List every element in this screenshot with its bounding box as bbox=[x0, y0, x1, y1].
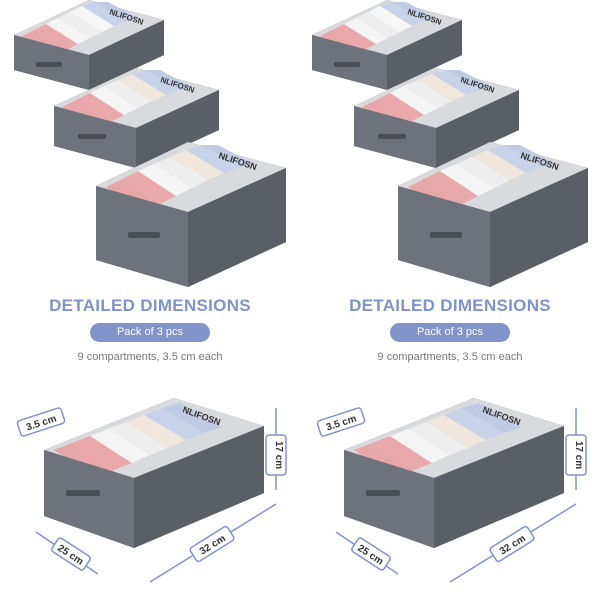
handle-icon bbox=[378, 134, 406, 139]
width-dimension: 25 cm bbox=[35, 531, 99, 575]
handle-icon bbox=[128, 232, 160, 238]
pack-badge: Pack of 3 pcs bbox=[90, 323, 210, 342]
handle-icon bbox=[334, 62, 360, 67]
folded-clothes bbox=[62, 70, 192, 129]
width-dimension: 25 cm bbox=[335, 531, 399, 575]
dimension-diagram: NLIFOSN 3.5 cm 17 cm 25 cm bbox=[316, 398, 587, 583]
tag-height-label: 17 cm bbox=[573, 441, 584, 469]
dimensions-heading: DETAILED DIMENSIONS bbox=[349, 296, 551, 315]
organizer-box-top: NLIFOSN bbox=[14, 0, 164, 90]
compartments-text: 9 compartments, 3.5 cm each bbox=[77, 351, 223, 363]
stacked-organizers: NLIFOSN NLIFOSN bbox=[312, 0, 588, 287]
height-dimension: 17 cm bbox=[565, 408, 587, 490]
handle-icon bbox=[78, 134, 106, 139]
dimension-diagram: NLIFOSN 3.5 cm 17 cm 25 cm bbox=[16, 398, 287, 583]
handle-icon bbox=[36, 62, 62, 67]
compartments-text: 9 compartments, 3.5 cm each bbox=[377, 351, 523, 363]
organizer-box-single: NLIFOSN bbox=[344, 398, 564, 548]
compartment-width-tag: 3.5 cm bbox=[316, 407, 366, 437]
folded-clothes bbox=[408, 145, 556, 212]
organizer-box-bottom: NLIFOSN bbox=[96, 142, 286, 287]
pack-badge: Pack of 3 pcs bbox=[390, 323, 510, 342]
organizer-box-middle: NLIFOSN bbox=[54, 68, 219, 168]
organizer-box-top: NLIFOSN bbox=[312, 0, 462, 90]
folded-clothes bbox=[362, 70, 492, 129]
compartment-width-tag: 3.5 cm bbox=[16, 407, 66, 437]
folded-clothes bbox=[22, 2, 138, 56]
handle-icon bbox=[366, 490, 400, 496]
height-dimension: 17 cm bbox=[265, 408, 287, 490]
dimensions-heading: DETAILED DIMENSIONS bbox=[49, 296, 251, 315]
organizer-box-middle: NLIFOSN bbox=[354, 68, 519, 168]
organizer-box-single: NLIFOSN bbox=[44, 398, 264, 548]
left-panel: NLIFOSN NLIFOSN bbox=[14, 0, 287, 583]
stacked-organizers: NLIFOSN NLIFOSN bbox=[14, 0, 286, 287]
organizer-box-bottom: NLIFOSN bbox=[398, 142, 588, 287]
handle-icon bbox=[66, 490, 100, 496]
tag-height-label: 17 cm bbox=[273, 441, 284, 469]
handle-icon bbox=[430, 232, 462, 238]
right-panel: NLIFOSN NLIFOSN bbox=[300, 0, 600, 600]
length-dimension: 32 cm bbox=[149, 503, 277, 583]
